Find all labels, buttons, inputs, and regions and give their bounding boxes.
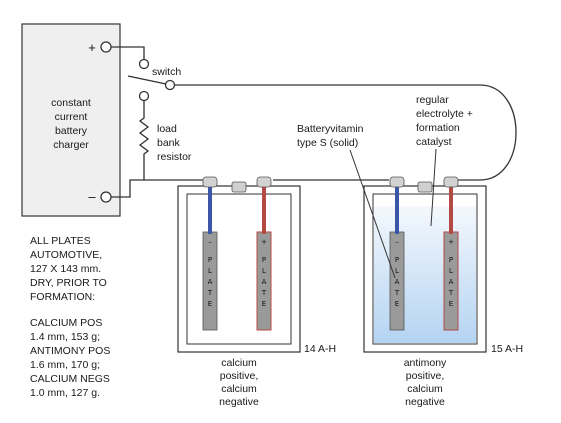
battery-left-caption-2: positive, bbox=[220, 370, 259, 382]
battery-left-capacity: 14 A-H bbox=[304, 343, 336, 355]
plate-letter: P bbox=[208, 256, 212, 264]
switch-blade bbox=[127, 75, 167, 85]
additive-label-1: Batteryvitamin bbox=[297, 123, 364, 135]
note-line: ANTIMONY POS bbox=[30, 345, 110, 357]
battery-left-caption-1: calcium bbox=[221, 357, 257, 369]
note-line: DRY, PRIOR TO bbox=[30, 277, 107, 289]
additive-label-2: type S (solid) bbox=[297, 137, 358, 149]
note-line: 1.6 mm, 170 g; bbox=[30, 359, 100, 371]
resistor-label-2: bank bbox=[157, 137, 181, 149]
battery-left-negative-rod bbox=[208, 186, 212, 234]
charger-label-2: current bbox=[55, 111, 88, 123]
charger-plus-sign: + bbox=[88, 40, 96, 55]
note-line: FORMATION: bbox=[30, 291, 95, 303]
battery-right-caption-1: antimony bbox=[404, 357, 447, 369]
battery-left: – P L A T E + P L A T E bbox=[177, 176, 301, 353]
battery-right: – P L A T E + P L A T E bbox=[363, 176, 487, 353]
battery-left-positive-rod bbox=[262, 186, 266, 234]
battery-left-negative-post bbox=[202, 176, 218, 188]
electrolyte-label-1: regular bbox=[416, 94, 449, 106]
battery-left-positive-post bbox=[256, 176, 272, 188]
electrolyte-label-4: catalyst bbox=[416, 136, 452, 148]
battery-right-caption-4: negative bbox=[405, 396, 445, 408]
note-line: 1.0 mm, 127 g. bbox=[30, 387, 100, 399]
battery-right-vent bbox=[417, 181, 433, 193]
switch-pivot-contact bbox=[164, 79, 176, 91]
plate-letter: P bbox=[262, 256, 266, 264]
note-line: CALCIUM POS bbox=[30, 317, 102, 329]
wire-negative-to-left-battery bbox=[111, 179, 205, 198]
charger-label-3: battery bbox=[55, 125, 88, 137]
plate-sign: – bbox=[208, 238, 212, 246]
plate-letter: A bbox=[395, 278, 400, 286]
note-line: 127 X 143 mm. bbox=[30, 263, 101, 275]
plate-letter: A bbox=[262, 278, 267, 286]
charger-label-1: constant bbox=[51, 97, 91, 109]
charger-negative-terminal bbox=[100, 191, 112, 203]
plate-letter: L bbox=[262, 267, 266, 275]
plate-sign: + bbox=[448, 238, 454, 246]
plate-notes: ALL PLATES AUTOMOTIVE, 127 X 143 mm. DRY… bbox=[30, 235, 110, 399]
electrolyte-label-2: electrolyte + bbox=[416, 108, 473, 120]
plate-letter: P bbox=[395, 256, 399, 264]
note-line: CALCIUM NEGS bbox=[30, 373, 110, 385]
note-line: AUTOMOTIVE, bbox=[30, 249, 102, 261]
wire-switch-to-right-battery bbox=[175, 84, 517, 181]
charger-box bbox=[21, 23, 121, 217]
battery-left-caption-3: calcium bbox=[221, 383, 257, 395]
battery-left-vent bbox=[231, 181, 247, 193]
battery-left-caption-4: negative bbox=[219, 396, 259, 408]
note-line: ALL PLATES bbox=[30, 235, 91, 247]
battery-right-caption-2: positive, bbox=[406, 370, 445, 382]
resistor-label-1: load bbox=[157, 123, 177, 135]
battery-right-caption-3: calcium bbox=[407, 383, 443, 395]
plate-letter: E bbox=[449, 300, 453, 308]
battery-right-negative-post bbox=[389, 176, 405, 188]
plate-letter: E bbox=[395, 300, 399, 308]
additive-leader-line bbox=[349, 149, 396, 279]
plate-letter: L bbox=[208, 267, 212, 275]
battery-right-positive-post bbox=[443, 176, 459, 188]
plate-letter: A bbox=[208, 278, 213, 286]
plate-letter: T bbox=[207, 289, 213, 297]
battery-right-negative-rod bbox=[395, 186, 399, 234]
charger-positive-terminal bbox=[100, 41, 112, 53]
electrolyte-leader-line bbox=[430, 148, 437, 227]
plate-letter: T bbox=[394, 289, 400, 297]
battery-right-electrolyte bbox=[374, 206, 476, 343]
note-line: 1.4 mm, 153 g; bbox=[30, 331, 100, 343]
battery-right-positive-rod bbox=[449, 186, 453, 234]
charger-label-4: charger bbox=[53, 139, 89, 151]
plate-letter: T bbox=[261, 289, 267, 297]
switch-top-contact bbox=[138, 58, 150, 70]
plate-letter: A bbox=[449, 278, 454, 286]
plate-letter: E bbox=[262, 300, 266, 308]
plate-letter: T bbox=[448, 289, 454, 297]
switch-label: switch bbox=[152, 66, 181, 78]
plate-letter: E bbox=[208, 300, 212, 308]
resistor-label-3: resistor bbox=[157, 151, 192, 163]
plate-letter: L bbox=[449, 267, 453, 275]
wire-positive-to-switch bbox=[111, 46, 145, 59]
charger-minus-sign: – bbox=[88, 189, 96, 204]
plate-sign: – bbox=[395, 238, 399, 246]
load-bank-resistor-symbol bbox=[138, 101, 150, 180]
resistor-top-contact bbox=[138, 90, 150, 102]
electrolyte-label-3: formation bbox=[416, 122, 460, 134]
plate-letter: P bbox=[449, 256, 453, 264]
plate-sign: + bbox=[261, 238, 267, 246]
battery-right-capacity: 15 A-H bbox=[491, 343, 523, 355]
plate-letter: L bbox=[395, 267, 399, 275]
